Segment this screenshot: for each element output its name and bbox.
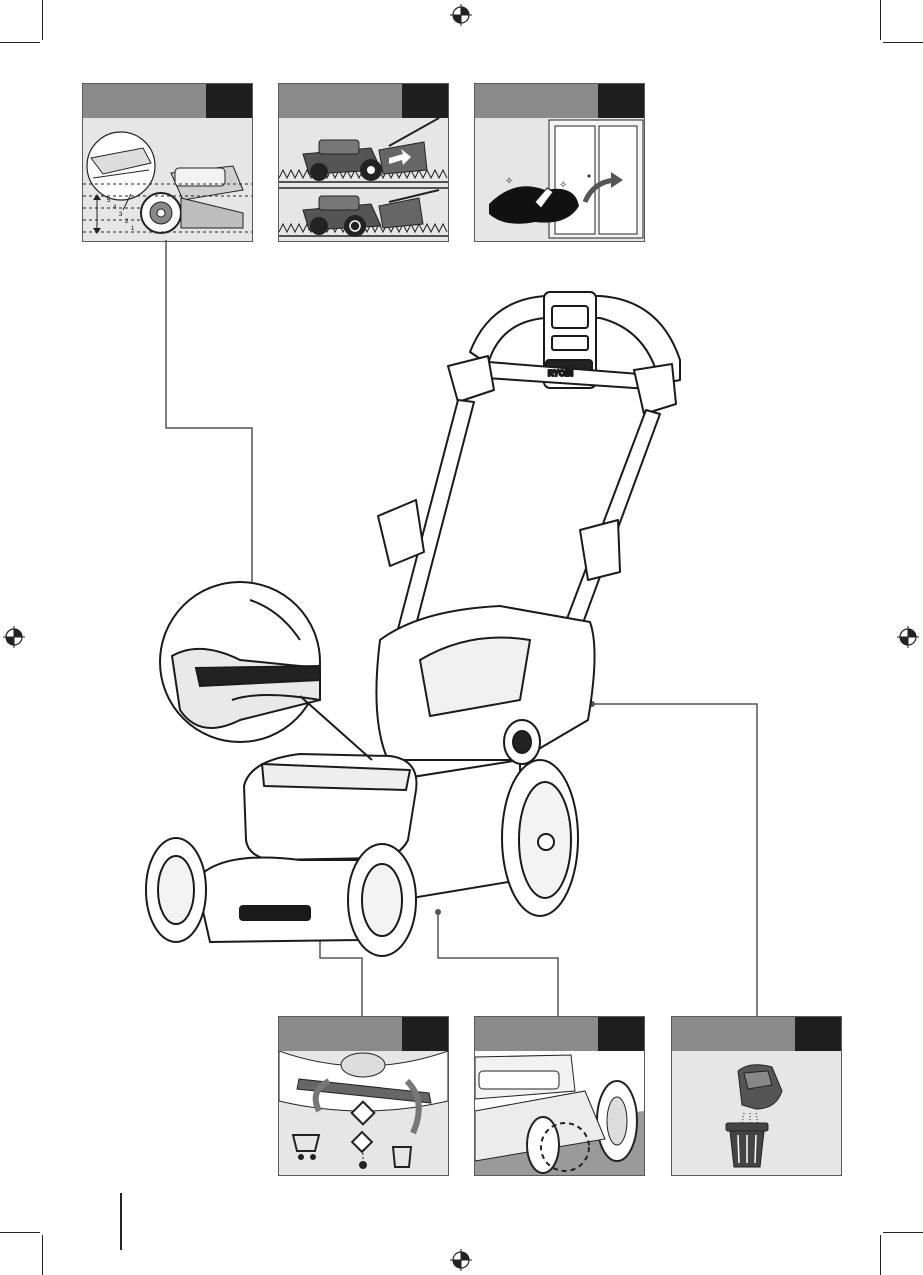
wheel-panel xyxy=(474,1016,645,1176)
empty-grass-bag-icon xyxy=(672,1051,841,1175)
brand-label: RYOBI xyxy=(548,369,573,378)
blade-replacement-icon xyxy=(279,1051,448,1175)
brand-label: RYOBI xyxy=(246,909,278,920)
panel-number-box xyxy=(795,1017,841,1051)
panel-number-box xyxy=(598,1017,644,1051)
panel-header xyxy=(279,1017,448,1051)
bag-emptying-panel xyxy=(671,1016,842,1176)
wheel-detail-icon xyxy=(475,1051,644,1175)
blade-replacement-panel xyxy=(278,1016,449,1176)
panel-number-box xyxy=(402,1017,448,1051)
detail-magnifier xyxy=(160,582,372,760)
panel-header xyxy=(672,1017,841,1051)
panel-header xyxy=(475,1017,644,1051)
